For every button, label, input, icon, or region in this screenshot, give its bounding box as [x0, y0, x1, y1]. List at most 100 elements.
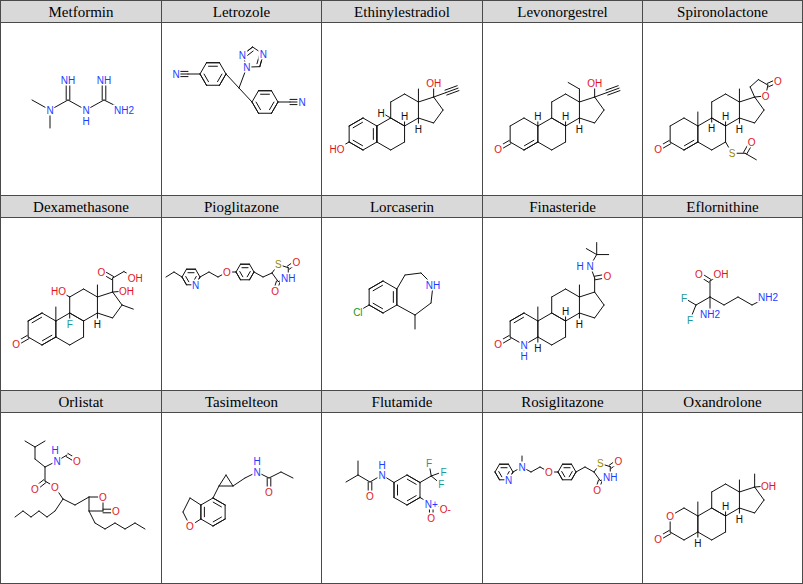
bond-line — [97, 285, 98, 297]
bond-line — [97, 313, 112, 318]
bond-line — [35, 447, 36, 459]
bond-line — [738, 297, 752, 305]
bond-line — [540, 467, 549, 472]
bond-line — [538, 142, 552, 150]
atom-label: H — [735, 124, 744, 135]
bond-line — [506, 471, 509, 476]
bond-line — [207, 85, 220, 86]
bond-line — [596, 243, 597, 255]
bond-line — [105, 523, 115, 529]
bond-line — [236, 272, 241, 280]
bond-line — [538, 118, 552, 126]
atom-label: NH — [280, 273, 296, 284]
bond-line — [500, 464, 509, 465]
bond-line — [25, 441, 35, 447]
bond-line — [698, 142, 712, 150]
atom-label: H — [377, 460, 386, 471]
structure-drawing — [495, 456, 619, 491]
atom-label: N — [504, 474, 513, 485]
bond-line — [213, 519, 225, 526]
drug-name: Dexamethasone — [33, 198, 129, 216]
bond-line — [200, 63, 207, 74]
bond-line — [200, 505, 201, 519]
bond-line — [611, 462, 619, 468]
bond-line — [418, 118, 433, 123]
bond-line — [236, 272, 241, 280]
bond-line — [97, 292, 112, 297]
bond-line — [220, 63, 227, 74]
bond-line — [32, 317, 41, 322]
bond-line — [349, 118, 363, 126]
atom-label: OH — [425, 78, 442, 89]
atom-label: O — [544, 467, 554, 478]
bond-line — [510, 142, 524, 150]
bond-line — [28, 313, 42, 321]
bond-line — [726, 118, 740, 126]
bond-line — [241, 279, 250, 280]
bond-line — [66, 80, 67, 100]
bond-line — [42, 337, 56, 345]
bond-line — [595, 110, 604, 123]
bond-line — [431, 476, 441, 484]
bond-line — [595, 480, 598, 490]
bond-line — [382, 475, 394, 483]
bond-line — [45, 467, 46, 481]
bond-line — [552, 337, 566, 345]
bond-line — [97, 297, 98, 313]
bond-line — [63, 499, 75, 505]
structure-drawing — [15, 270, 135, 346]
bond-line — [434, 97, 443, 110]
bond-line — [670, 532, 684, 540]
structure-drawing — [497, 83, 620, 151]
bond-line — [247, 66, 260, 67]
bond-line — [201, 519, 213, 526]
bond-line — [500, 479, 509, 480]
bond-line — [289, 263, 297, 269]
drug-name: Pioglitazone — [204, 198, 279, 216]
bond-line — [369, 281, 383, 289]
bond-line — [55, 307, 56, 321]
bond-line — [524, 313, 538, 321]
bond-line — [290, 104, 302, 105]
bond-line — [690, 305, 696, 320]
bond-line — [188, 272, 194, 273]
bond-line — [260, 54, 264, 66]
bond-line — [70, 313, 84, 321]
bond-line — [113, 272, 124, 279]
atom-label: N — [377, 470, 386, 481]
bond-line — [524, 345, 525, 356]
bond-line — [565, 321, 566, 337]
bond-line — [381, 113, 391, 119]
bond-line — [657, 530, 669, 537]
header-band: Levonorgestrel — [483, 1, 642, 23]
bond-line — [590, 266, 594, 278]
bond-line — [358, 461, 359, 475]
atom-label: NH — [602, 472, 618, 483]
bond-line — [754, 474, 755, 487]
drug-name: Rosiglitazone — [521, 393, 604, 411]
bond-line — [579, 118, 594, 123]
bond-line — [105, 80, 106, 100]
header-band: Rosiglitazone — [483, 391, 642, 413]
bond-line — [196, 277, 201, 285]
bond-line — [55, 499, 63, 511]
bond-line — [270, 478, 271, 492]
bond-line — [418, 89, 419, 102]
atom-label: H — [400, 111, 409, 122]
bond-line — [758, 80, 768, 86]
bond-line — [684, 298, 696, 305]
atom-label: HO — [50, 285, 67, 296]
bond-line — [204, 507, 205, 517]
bond-line — [566, 118, 580, 126]
header-band: Letrozole — [162, 1, 321, 23]
bond-line — [599, 481, 602, 491]
atom-label: O — [653, 534, 663, 545]
bond-line — [594, 463, 600, 472]
atom-label: NH2 — [757, 292, 779, 303]
header-band: Finasteride — [483, 196, 642, 218]
bond-line — [187, 269, 196, 270]
bond-line — [524, 142, 538, 150]
bond-line — [213, 498, 225, 505]
bond-line — [697, 126, 698, 142]
drug-name: Spironolactone — [677, 3, 768, 21]
